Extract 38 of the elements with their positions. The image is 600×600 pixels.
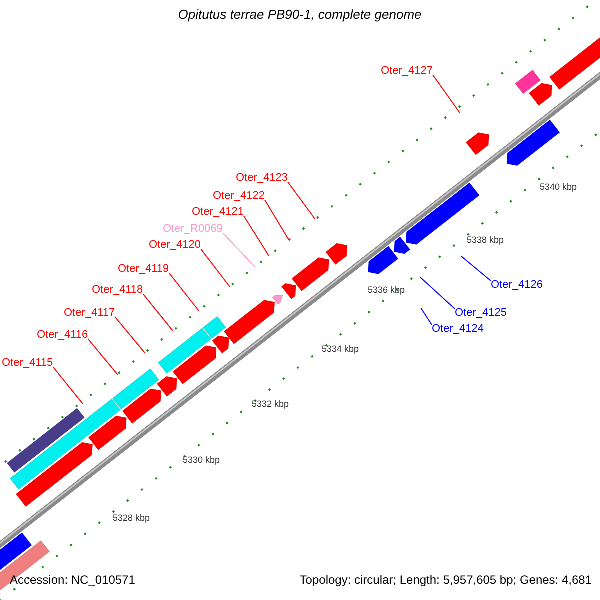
scale-label: 5340 kbp xyxy=(540,183,578,193)
scale-label: 5332 kbp xyxy=(252,400,290,410)
leader-line xyxy=(114,316,146,354)
gene-label: Oter_4127 xyxy=(381,65,433,78)
leader-line xyxy=(287,182,316,220)
gene-label: Oter_4119 xyxy=(118,263,170,276)
diagram-title: Opitutus terrae PB90-1, complete genome xyxy=(177,8,423,22)
gene-label: Oter_4126 xyxy=(491,279,543,292)
gene-label: Oter_4125 xyxy=(455,307,507,320)
gene-label: Oter_4123 xyxy=(236,172,288,184)
gene-label: Oter_4124 xyxy=(432,323,484,336)
leader-line xyxy=(222,232,256,268)
scale-label: 5328 kbp xyxy=(113,514,150,524)
gene-label: Oter_4117 xyxy=(64,307,116,320)
leader-line xyxy=(168,272,200,312)
gene-label: Oter_4118 xyxy=(92,284,144,296)
leader-line xyxy=(52,366,84,404)
scale-label: 5338 kbp xyxy=(467,236,504,246)
gene-label: Oter_R0069 xyxy=(163,223,223,236)
scale-label: 5336 kbp xyxy=(368,286,406,296)
leader-line xyxy=(200,248,230,288)
leader-line xyxy=(142,294,174,332)
leader-line xyxy=(264,200,290,240)
scale-label: 5334 kbp xyxy=(322,345,360,355)
genome-info-text: Topology: circular; Length: 5,957,605 bp; Genes: 4,681 xyxy=(300,574,592,588)
accession-text: Accession: NC_010571 xyxy=(10,574,136,588)
gene-label: Oter_4116 xyxy=(37,329,88,342)
gene-label: Oter_4115 xyxy=(2,357,54,370)
gene-label: Oter_4120 xyxy=(149,239,201,252)
leader-line xyxy=(88,338,118,376)
leader-line xyxy=(243,216,270,256)
scale-label: 5330 kbp xyxy=(183,456,220,466)
leader-line xyxy=(432,74,460,114)
leader-line xyxy=(460,256,492,282)
leader-line xyxy=(420,276,456,310)
gene-label: Oter_4122 xyxy=(213,190,265,202)
gene-label: Oter_4121 xyxy=(192,206,244,218)
leader-line xyxy=(420,308,432,326)
